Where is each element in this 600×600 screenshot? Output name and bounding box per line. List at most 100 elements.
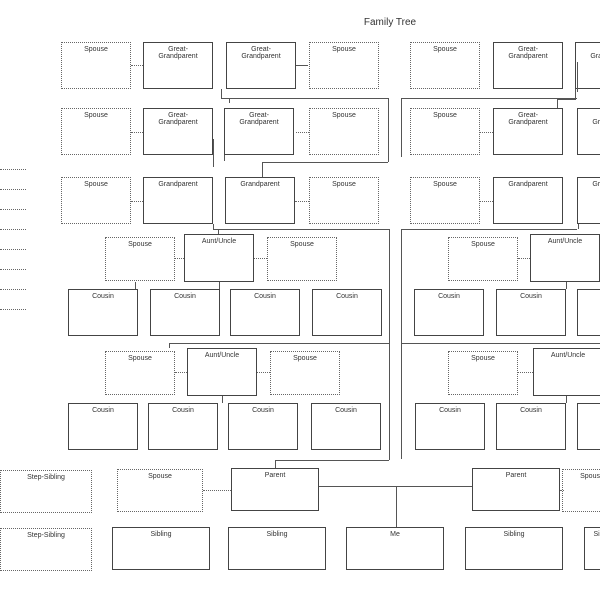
spouse-box: Spouse xyxy=(105,237,175,281)
cousin-box: Cousin xyxy=(228,403,298,450)
note-line xyxy=(0,249,26,250)
connector-line xyxy=(275,460,389,461)
grandparent-box-label: Grandparent xyxy=(158,181,198,188)
spouse-box: Spouse xyxy=(105,351,175,395)
spouse-box-label: Spouse xyxy=(128,355,152,362)
aunt-uncle-box: Aunt/Uncle xyxy=(530,234,600,282)
great-grandparent-box: Great- Grandparent xyxy=(143,42,213,89)
connector-line xyxy=(224,155,225,160)
great-grandparent-box-label: Great- Grandparent xyxy=(158,112,198,126)
spouse-box-label: Spouse xyxy=(471,241,495,248)
step-sibling-box: Step-Sibling xyxy=(0,470,92,513)
connector-line xyxy=(223,98,388,99)
cousin-box: Cousin xyxy=(68,289,138,336)
cousin-box: Cousin xyxy=(577,289,600,336)
spouse-box: Spouse xyxy=(562,469,600,512)
sibling-box: Sibling xyxy=(584,527,600,570)
connector-line xyxy=(389,229,390,345)
great-grandparent-box: Great- Grandparent xyxy=(224,108,294,155)
aunt-uncle-box: Aunt/Uncle xyxy=(184,234,254,282)
connector-line xyxy=(578,224,579,229)
connector-line xyxy=(219,282,220,289)
note-line xyxy=(0,289,26,290)
spouse-box-label: Spouse xyxy=(580,473,600,480)
spouse-connector-dotted xyxy=(254,258,267,259)
connector-line xyxy=(577,62,578,92)
note-line xyxy=(0,309,26,310)
great-grandparent-box-label: Great- Grandparent xyxy=(508,46,548,60)
connector-line xyxy=(401,98,577,99)
connector-line xyxy=(401,98,402,157)
great-grandparent-box: Great- Grandparent xyxy=(143,108,213,155)
aunt-uncle-box: Aunt/Uncle xyxy=(533,348,600,396)
spouse-box-label: Spouse xyxy=(84,181,108,188)
connector-line xyxy=(389,345,390,460)
spouse-box-label: Spouse xyxy=(290,241,314,248)
cousin-box-label: Cousin xyxy=(172,407,194,414)
grandparent-box: Grandparent xyxy=(493,177,563,224)
note-line xyxy=(0,209,26,210)
spouse-box: Spouse xyxy=(448,237,518,281)
spouse-box: Spouse xyxy=(410,177,480,224)
aunt-uncle-box-label: Aunt/Uncle xyxy=(550,352,586,359)
spouse-connector-dotted xyxy=(560,490,564,491)
aunt-uncle-box: Aunt/Uncle xyxy=(187,348,257,396)
connector-line xyxy=(218,229,219,234)
great-grandparent-box: Great- Grandparent xyxy=(575,42,600,89)
connector-line xyxy=(213,229,389,230)
connector-line xyxy=(401,229,402,459)
sibling-box-label: Sibling xyxy=(266,531,288,538)
cousin-box-label: Cousin xyxy=(254,293,276,300)
cousin-box: Cousin xyxy=(312,289,382,336)
spouse-connector-dotted xyxy=(480,201,493,202)
great-grandparent-box-label: Great- Grandparent xyxy=(241,46,281,60)
spouse-box-label: Spouse xyxy=(84,112,108,119)
connector-line xyxy=(566,396,567,403)
cousin-box: Cousin xyxy=(150,289,220,336)
connector-line xyxy=(319,486,472,487)
spouse-box: Spouse xyxy=(309,108,379,155)
spouse-box: Spouse xyxy=(61,177,131,224)
cousin-box-label: Cousin xyxy=(174,293,196,300)
cousin-box: Cousin xyxy=(68,403,138,450)
connector-line xyxy=(557,99,575,100)
spouse-connector-dotted xyxy=(296,132,309,133)
grandparent-box: Grandparent xyxy=(577,177,600,224)
great-grandparent-box-label: Great- Grandparent xyxy=(508,112,548,126)
connector-line xyxy=(135,282,136,289)
grandparent-box: Grandparent xyxy=(225,177,295,224)
cousin-box: Cousin xyxy=(414,289,484,336)
aunt-uncle-box-label: Aunt/Uncle xyxy=(547,238,583,245)
spouse-connector-dotted xyxy=(518,372,533,373)
spouse-box-label: Spouse xyxy=(433,112,457,119)
spouse-box-label: Spouse xyxy=(471,355,495,362)
great-grandparent-box-label: Great- Grandparent xyxy=(592,119,600,126)
aunt-uncle-box-label: Aunt/Uncle xyxy=(204,352,240,359)
connector-line xyxy=(224,160,225,161)
connector-line xyxy=(401,343,600,344)
cousin-box-label: Cousin xyxy=(252,407,274,414)
connector-line xyxy=(275,460,276,468)
connector-line xyxy=(388,98,389,162)
parent-box: Parent xyxy=(472,468,560,511)
cousin-box: Cousin xyxy=(311,403,381,450)
cousin-box: Cousin xyxy=(148,403,218,450)
sibling-box-label: Sibling xyxy=(503,531,525,538)
connector-line xyxy=(557,99,558,108)
great-grandparent-box: Great- Grandparent xyxy=(493,108,563,155)
spouse-box: Spouse xyxy=(410,108,480,155)
sibling-box-label: Sibling xyxy=(593,531,600,538)
cousin-box-label: Cousin xyxy=(92,293,114,300)
sibling-box: Sibling xyxy=(228,527,326,570)
connector-line xyxy=(221,89,222,99)
sibling-box: Sibling xyxy=(465,527,563,570)
spouse-connector-dotted xyxy=(175,258,184,259)
spouse-box-label: Spouse xyxy=(128,241,152,248)
cousin-box-label: Cousin xyxy=(336,293,358,300)
note-line xyxy=(0,229,26,230)
spouse-box: Spouse xyxy=(410,42,480,89)
spouse-connector-dotted xyxy=(131,132,143,133)
great-grandparent-box-label: Great- Grandparent xyxy=(158,46,198,60)
page-title: Family Tree xyxy=(363,17,417,28)
connector-line xyxy=(213,224,214,229)
